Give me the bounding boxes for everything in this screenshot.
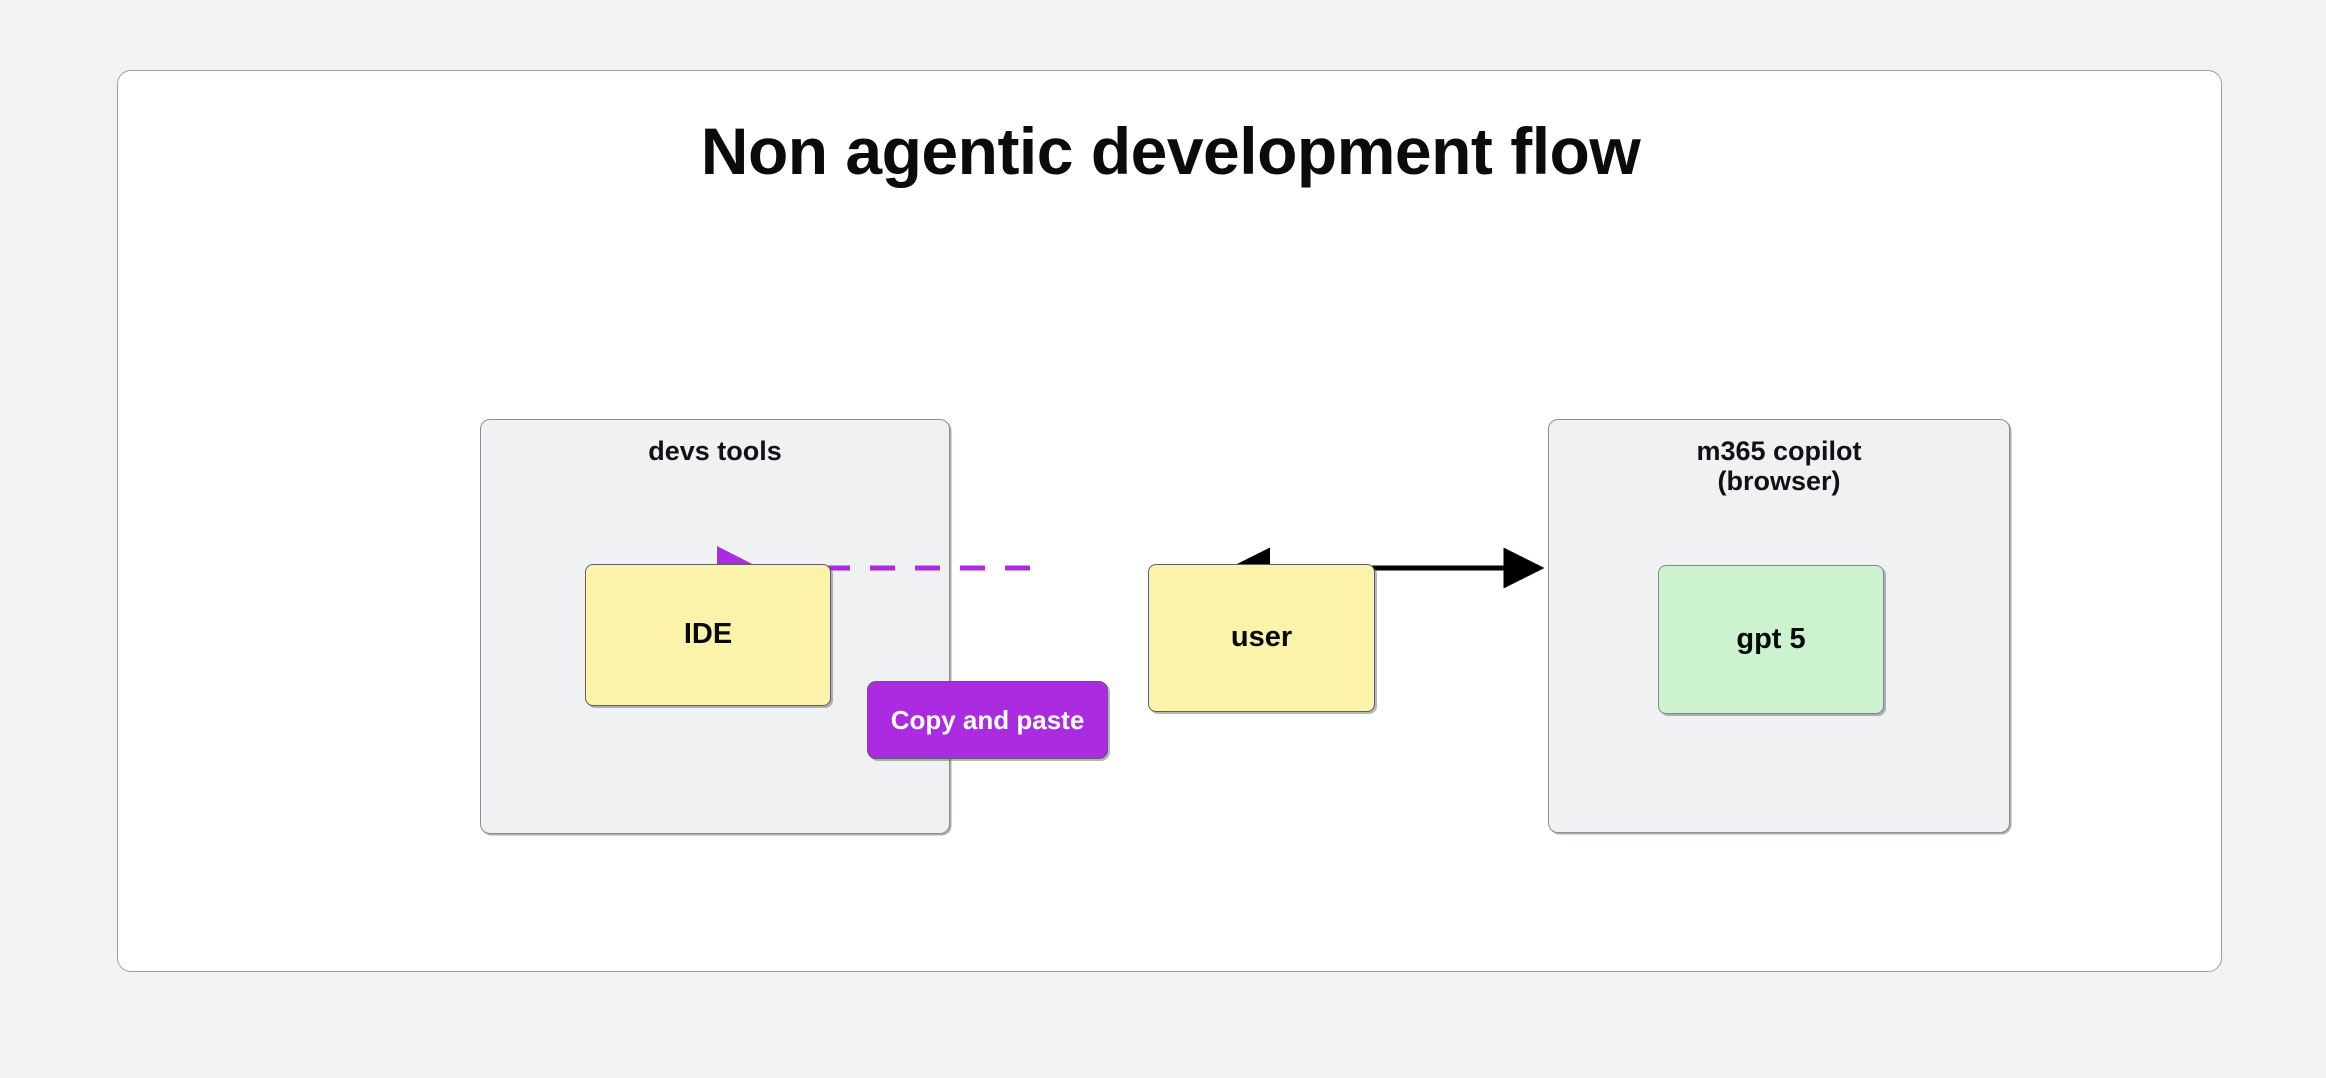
diagram-canvas: Non agentic development flow devs tools … <box>117 70 2222 972</box>
cluster-m365-copilot-title-line1: m365 copilot <box>1696 436 1862 466</box>
node-ide-label: IDE <box>683 618 733 651</box>
cluster-m365-copilot-title-line2: (browser) <box>1717 466 1841 497</box>
edge-label-copy-and-paste[interactable]: Copy and paste <box>867 681 1108 759</box>
cluster-m365-copilot-title: m365 copilot (browser) <box>1549 436 2009 496</box>
node-gpt5-label: gpt 5 <box>1736 622 1806 655</box>
node-gpt5[interactable]: gpt 5 <box>1658 565 1884 714</box>
node-user-label: user <box>1230 621 1293 654</box>
node-user[interactable]: user <box>1148 564 1375 712</box>
node-ide[interactable]: IDE <box>585 564 831 706</box>
cluster-devs-tools-title: devs tools <box>648 436 782 466</box>
page-title: Non agentic development flow <box>700 114 1641 188</box>
edge-label-copy-and-paste-text: Copy and paste <box>890 704 1085 735</box>
